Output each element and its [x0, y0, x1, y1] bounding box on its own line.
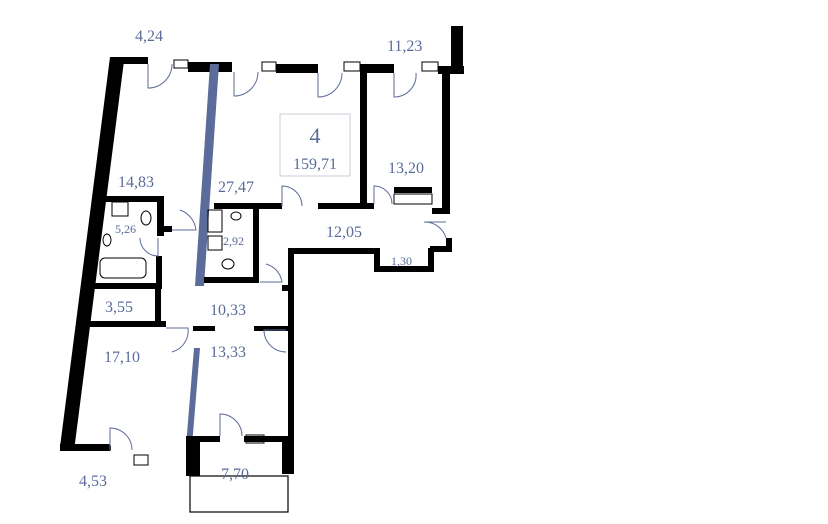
area-balcony-top-left: 4,24 — [135, 28, 163, 45]
door-swing-12 — [263, 329, 287, 353]
toilet-icon — [140, 210, 152, 226]
bottom-wall-top-left — [186, 436, 220, 442]
window-bottom — [245, 434, 265, 444]
outer-wall-top-b — [360, 64, 394, 73]
partition-living-bottom-b — [318, 203, 374, 209]
door-swing-4 — [393, 72, 417, 98]
outer-wall-top-left — [110, 57, 148, 64]
closet-wall-bottom — [374, 266, 434, 272]
partition-left-top — [96, 196, 164, 202]
outer-corner-post — [451, 26, 463, 74]
bath-cabinet — [111, 201, 129, 217]
sink-icon — [102, 233, 112, 247]
wc-wall-bottom — [204, 277, 259, 283]
area-hall: 12,05 — [326, 224, 362, 241]
partition-living-bedroom — [360, 66, 367, 204]
storage-wall-bottom — [86, 321, 166, 327]
bathtub-icon — [99, 257, 147, 279]
area-room-left-top: 14,83 — [118, 174, 154, 191]
balcony-outline — [189, 475, 289, 513]
area-room-left-bottom: 17,10 — [104, 349, 140, 366]
apartment-total-area: 159,71 — [293, 156, 337, 173]
outer-wall-right — [442, 66, 450, 214]
area-living: 27,47 — [218, 179, 254, 196]
area-bedroom-right: 13,20 — [388, 160, 424, 177]
door-swing-7 — [423, 221, 447, 239]
door-swing-2 — [233, 71, 259, 97]
door-swing-8 — [172, 209, 197, 231]
bath-wall-right — [157, 196, 164, 236]
bath-wall-top-stub — [164, 226, 172, 232]
bath-wall-right-lower — [156, 256, 162, 288]
hall-right-post — [446, 238, 452, 252]
area-balcony-bottom-left: 4,53 — [79, 473, 107, 490]
wc-toilet-icon — [221, 258, 235, 270]
door-swing-5 — [281, 185, 303, 207]
wc-inner-line-2 — [207, 235, 223, 251]
apartment-room-count: 4 — [310, 123, 321, 148]
door-swing-3 — [317, 72, 343, 98]
window-top-2 — [261, 61, 277, 72]
storage-wall-right — [155, 288, 161, 322]
accent-partition-bottom — [186, 348, 200, 446]
door-swing-13 — [219, 413, 243, 437]
apartment-badge — [279, 113, 351, 177]
area-storage: 3,55 — [105, 299, 133, 316]
window-top-4 — [421, 61, 439, 72]
door-swing-1 — [147, 63, 173, 89]
area-balcony-top-right: 11,23 — [387, 38, 422, 55]
area-bath: 5,26 — [115, 222, 136, 236]
bottom-wall-top-right — [244, 436, 292, 442]
bottom-wall-right — [282, 436, 294, 474]
bottom-left-wall — [60, 444, 110, 451]
door-swing-9 — [139, 237, 159, 257]
bath-wall-bottom — [92, 283, 162, 289]
corridor-left-lower-stub — [282, 285, 288, 291]
storage-top-line — [93, 287, 155, 289]
area-wc: 2,92 — [223, 234, 244, 248]
wc-wall-right — [253, 208, 259, 278]
closet-wall-left — [374, 248, 380, 272]
corridor-wall-left-stub — [193, 326, 215, 331]
closet-wall-right — [428, 248, 434, 272]
door-swing-10 — [260, 263, 283, 283]
outer-wall-top-a — [276, 64, 318, 73]
outer-wall-left — [60, 57, 124, 451]
window-top-3 — [343, 61, 361, 72]
door-swing-14 — [109, 427, 133, 451]
partition-living-bottom — [214, 203, 282, 209]
bottom-wall-left — [186, 436, 200, 476]
hall-wall-left-vertical — [288, 248, 294, 448]
corridor-wall-right-stub — [254, 326, 288, 331]
partition-right-bottom — [432, 208, 448, 214]
area-balcony-bottom: 7,70 — [221, 466, 249, 483]
window-top-1 — [173, 59, 189, 69]
door-swing-11 — [166, 327, 189, 353]
closet-shelf-line — [393, 193, 433, 205]
partition-bedroom-hall — [394, 187, 432, 193]
hall-wall-bottom — [290, 248, 378, 254]
area-corridor: 10,33 — [210, 302, 246, 319]
window-left — [133, 454, 149, 466]
area-room-middle-bottom: 13,33 — [210, 344, 246, 361]
accent-partition-top — [195, 64, 219, 286]
wc-sink-icon — [230, 211, 242, 221]
hall-wall-bottom-right — [430, 246, 450, 252]
door-swing-6 — [373, 185, 393, 205]
area-closet: 1,30 — [391, 254, 412, 268]
wc-inner-line — [207, 209, 223, 233]
